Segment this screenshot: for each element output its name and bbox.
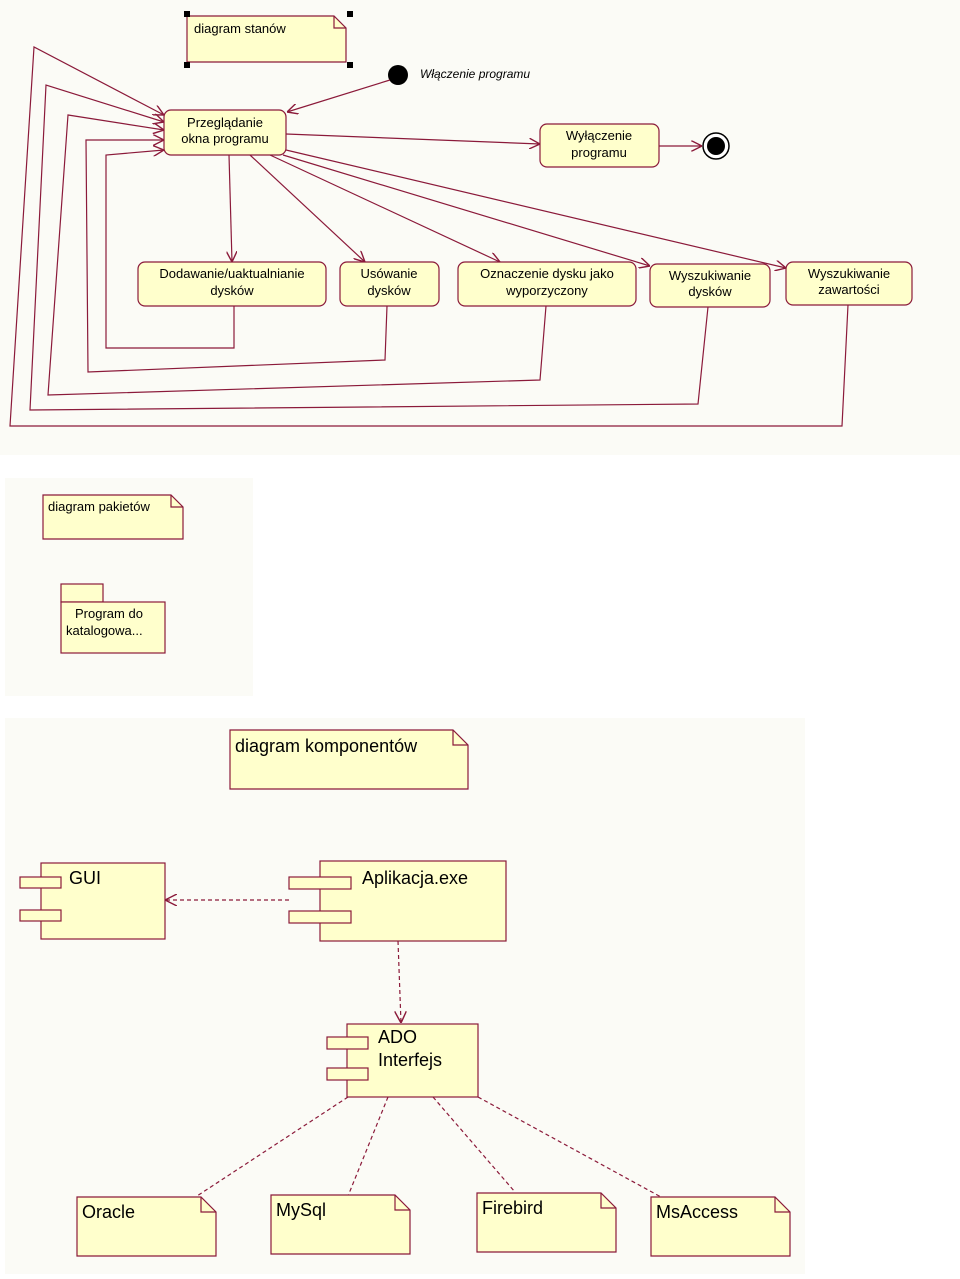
component-ado-interface[interactable]: ADO Interfejs bbox=[326, 1023, 479, 1098]
svg-text:dysków: dysków bbox=[688, 284, 732, 299]
state-shutdown[interactable]: Wyłączenie programu bbox=[539, 123, 660, 168]
state-diagram-note-text: diagram stanów bbox=[194, 21, 286, 36]
note-msaccess[interactable]: MsAccess bbox=[650, 1196, 791, 1257]
svg-text:katalogowa...: katalogowa... bbox=[66, 623, 143, 638]
svg-text:Interfejs: Interfejs bbox=[378, 1050, 442, 1070]
svg-text:GUI: GUI bbox=[69, 868, 101, 888]
svg-text:Usówanie: Usówanie bbox=[360, 266, 417, 281]
svg-text:MySql: MySql bbox=[276, 1200, 326, 1220]
note-oracle[interactable]: Oracle bbox=[76, 1196, 217, 1257]
component-aplikacja[interactable]: Aplikacja.exe bbox=[288, 860, 507, 942]
svg-text:ADO: ADO bbox=[378, 1027, 417, 1047]
svg-text:dysków: dysków bbox=[210, 283, 254, 298]
svg-text:programu: programu bbox=[571, 145, 627, 160]
package-diagram-canvas: diagram pakietów Program do katalogowa..… bbox=[42, 494, 184, 654]
note-mysql[interactable]: MySql bbox=[270, 1194, 411, 1255]
selection-handle[interactable] bbox=[347, 11, 353, 17]
svg-text:Firebird: Firebird bbox=[482, 1198, 543, 1218]
svg-text:wyporzyczony: wyporzyczony bbox=[505, 283, 588, 298]
selection-handle[interactable] bbox=[347, 62, 353, 68]
svg-text:zawartości: zawartości bbox=[818, 282, 880, 297]
svg-text:Aplikacja.exe: Aplikacja.exe bbox=[362, 868, 468, 888]
state-search-content[interactable]: Wyszukiwanie zawartości bbox=[785, 261, 913, 306]
svg-text:diagram komponentów: diagram komponentów bbox=[235, 736, 418, 756]
svg-text:Oznaczenie dysku jako: Oznaczenie dysku jako bbox=[480, 266, 614, 281]
svg-text:Program do: Program do bbox=[75, 606, 143, 621]
state-browse-window[interactable]: Przeglądanie okna programu bbox=[163, 109, 287, 156]
component-gui[interactable]: GUI bbox=[19, 862, 166, 940]
state-search-disks[interactable]: Wyszukiwanie dysków bbox=[649, 263, 771, 308]
package-diagram-panel: diagram pakietów Program do katalogowa..… bbox=[5, 478, 253, 696]
svg-text:MsAccess: MsAccess bbox=[656, 1202, 738, 1222]
svg-text:Dodawanie/uaktualnianie: Dodawanie/uaktualnianie bbox=[159, 266, 304, 281]
initial-state-label: Włączenie programu bbox=[420, 67, 530, 81]
svg-text:dysków: dysków bbox=[367, 283, 411, 298]
state-add-update-disks[interactable]: Dodawanie/uaktualnianie dysków bbox=[137, 261, 327, 307]
svg-text:Wyszukiwanie: Wyszukiwanie bbox=[808, 266, 890, 281]
final-state[interactable] bbox=[702, 132, 730, 160]
svg-text:Oracle: Oracle bbox=[82, 1202, 135, 1222]
svg-text:Wyłączenie: Wyłączenie bbox=[566, 128, 632, 143]
component-diagram-canvas: diagram komponentów GUI Aplikacja.exe AD… bbox=[19, 729, 791, 1257]
component-diagram-panel: diagram komponentów GUI Aplikacja.exe AD… bbox=[5, 718, 805, 1274]
note-firebird[interactable]: Firebird bbox=[476, 1192, 617, 1253]
state-delete-disks[interactable]: Usówanie dysków bbox=[339, 261, 440, 307]
component-diagram-note[interactable]: diagram komponentów bbox=[229, 729, 469, 790]
svg-text:Wyszukiwanie: Wyszukiwanie bbox=[669, 268, 751, 283]
initial-state[interactable] bbox=[388, 65, 408, 85]
selection-handle[interactable] bbox=[184, 11, 190, 17]
svg-text:Przeglądanie: Przeglądanie bbox=[187, 115, 263, 130]
package-diagram-note[interactable]: diagram pakietów bbox=[42, 494, 184, 540]
state-mark-disk-lent[interactable]: Oznaczenie dysku jako wyporzyczony bbox=[457, 261, 637, 307]
selection-handle[interactable] bbox=[184, 62, 190, 68]
state-diagram-panel: diagram stanów Włączenie programu Przegl… bbox=[0, 0, 960, 455]
svg-text:okna programu: okna programu bbox=[181, 131, 268, 146]
svg-text:diagram pakietów: diagram pakietów bbox=[48, 499, 150, 514]
package-program[interactable]: Program do katalogowa... bbox=[60, 583, 166, 654]
state-diagram-canvas: diagram stanów Włączenie programu Przegl… bbox=[9, 11, 913, 427]
state-diagram-note[interactable]: diagram stanów bbox=[184, 11, 353, 68]
